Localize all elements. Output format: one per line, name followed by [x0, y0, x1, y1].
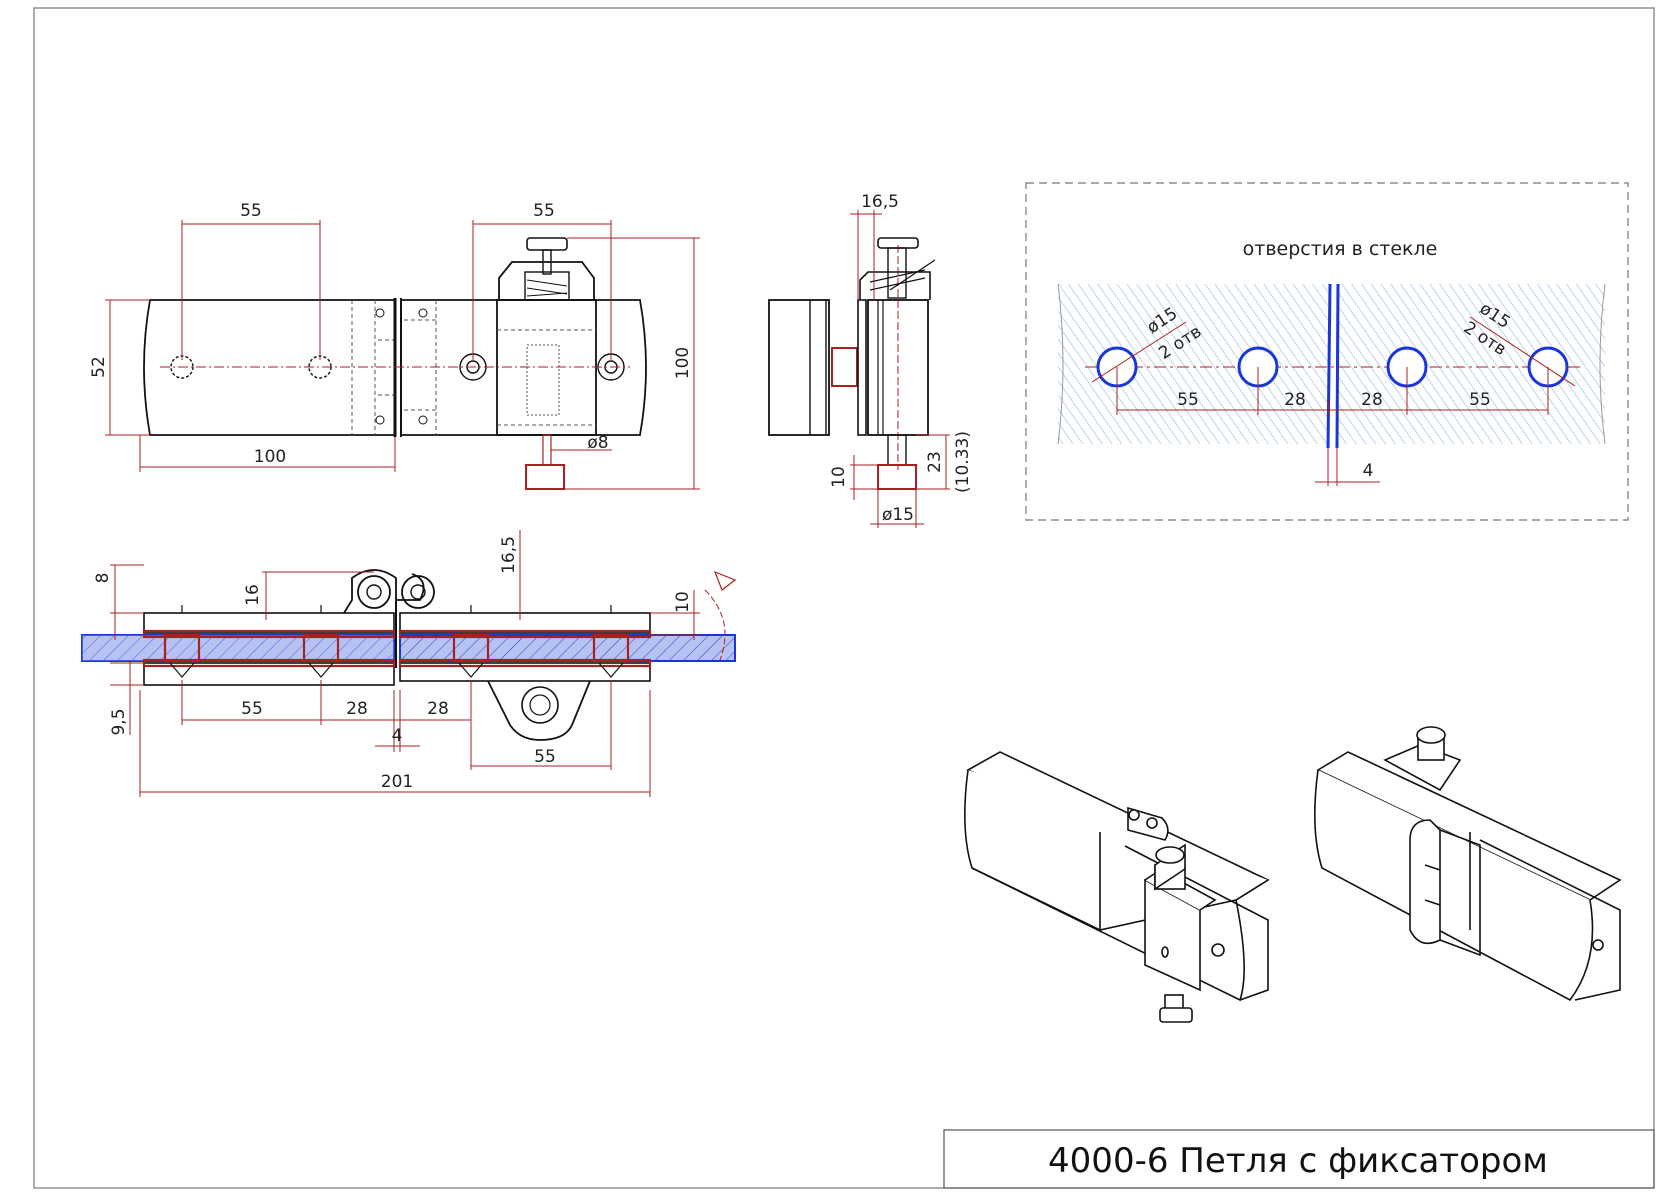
side-dim-10-33: (10.33) [953, 431, 973, 493]
holes-dim-gap: 4 [1363, 461, 1374, 481]
holes-dim-55-right: 55 [1469, 390, 1491, 410]
section-dim-55-left: 55 [241, 699, 263, 719]
section-dim-9-5: 9,5 [109, 708, 129, 735]
section-dim-16: 16 [243, 584, 263, 606]
section-dim-55-bottom: 55 [534, 747, 556, 767]
holes-caption: отверстия в стекле [1243, 238, 1438, 260]
isometric-hinge-rear [1314, 726, 1622, 1002]
section-dim-4: 4 [392, 726, 403, 746]
top-view: 55 55 52 100 100 ø8 [89, 201, 700, 490]
section-dim-28-b: 28 [427, 699, 449, 719]
top-dim-55-b: 55 [533, 201, 555, 221]
top-dim-d8: ø8 [587, 433, 608, 453]
side-dim-16-5: 16,5 [861, 192, 899, 212]
holes-dim-28-right: 28 [1361, 390, 1383, 410]
isometric-hinge-latch [964, 751, 1270, 1023]
top-dim-100-right: 100 [673, 347, 693, 379]
top-dim-100-bottom: 100 [254, 447, 286, 467]
side-latch-pin [877, 464, 917, 490]
section-dim-16-5: 16,5 [499, 536, 519, 574]
side-view: 16,5 10 23 (10.33) ø15 [768, 192, 973, 528]
drawing-frame [33, 7, 1655, 1189]
latch-pin [525, 464, 565, 490]
side-dim-23: 23 [925, 451, 945, 473]
holes-dim-28-left: 28 [1284, 390, 1306, 410]
section-dim-8: 8 [93, 573, 113, 584]
section-dim-10: 10 [673, 591, 693, 613]
title-block: 4000-6 Петля с фиксатором [943, 1129, 1655, 1189]
side-dim-10: 10 [829, 466, 849, 488]
drawing-title: 4000-6 Петля с фиксатором [1048, 1141, 1548, 1181]
section-dim-201: 201 [381, 772, 413, 792]
side-dim-d15: ø15 [882, 505, 914, 525]
top-dim-55-a: 55 [240, 201, 262, 221]
glass-holes-view: отверстия в стекле ø15 2 отв ø15 2 отв [1025, 182, 1629, 521]
top-dim-52: 52 [89, 356, 109, 378]
section-dim-28-a: 28 [346, 699, 368, 719]
holes-dim-55-left: 55 [1177, 390, 1199, 410]
section-view: 8 16 16,5 10 9,5 55 28 28 4 55 201 [81, 530, 737, 797]
